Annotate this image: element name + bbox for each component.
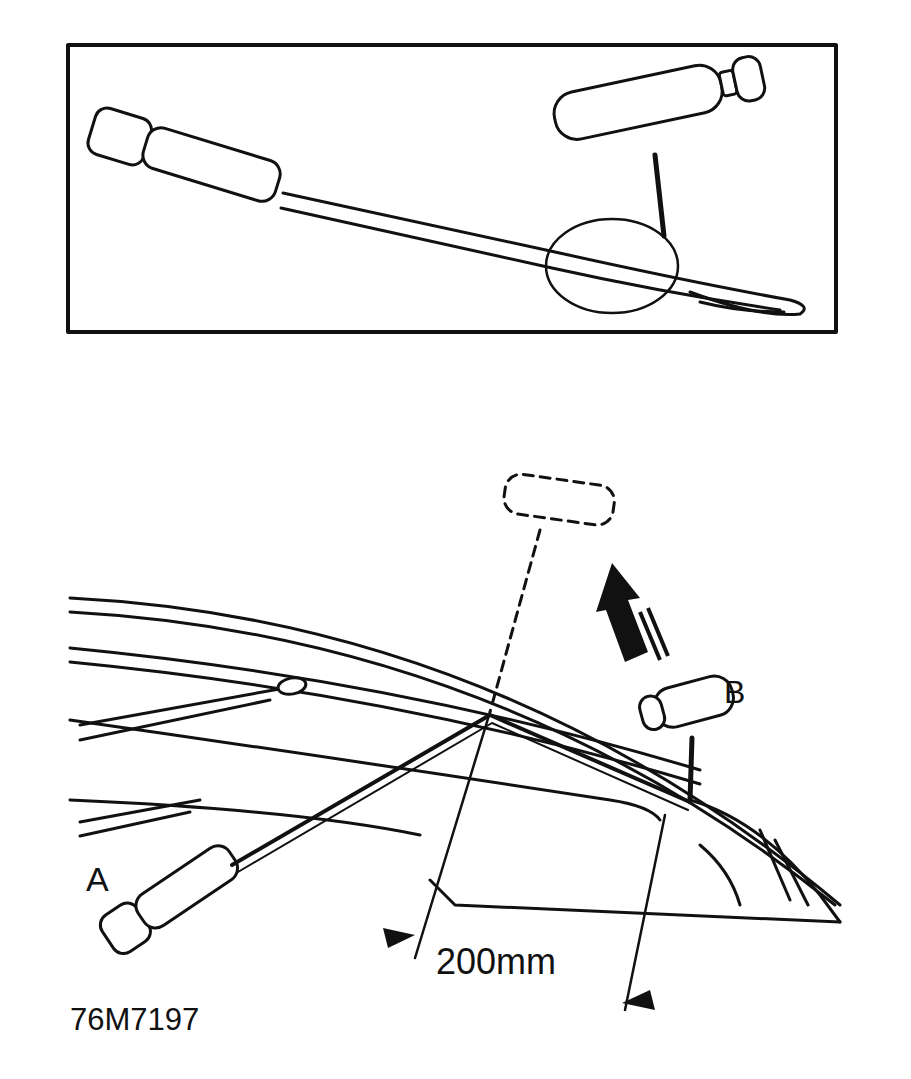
inset-frame — [68, 45, 836, 332]
tool-handle — [85, 105, 285, 208]
tool-shaft — [232, 715, 690, 865]
tool-shaft — [281, 208, 780, 310]
windscreen-edge — [70, 598, 840, 905]
detail-circle — [546, 219, 678, 313]
dimension-line — [625, 815, 665, 1010]
tool-handle — [96, 838, 245, 958]
dimension-arrow — [622, 990, 655, 1010]
dimension-label: 200mm — [436, 944, 556, 980]
part-label: A — [86, 862, 109, 896]
movement-arrow — [596, 563, 668, 662]
tool-shaft — [283, 193, 804, 315]
part-label: B — [724, 676, 745, 708]
figure-number: 76M7197 — [70, 1004, 199, 1035]
dimension-line — [415, 712, 490, 958]
t-handle — [550, 52, 767, 143]
dimension-arrow — [383, 928, 415, 948]
t-handle — [636, 672, 737, 735]
